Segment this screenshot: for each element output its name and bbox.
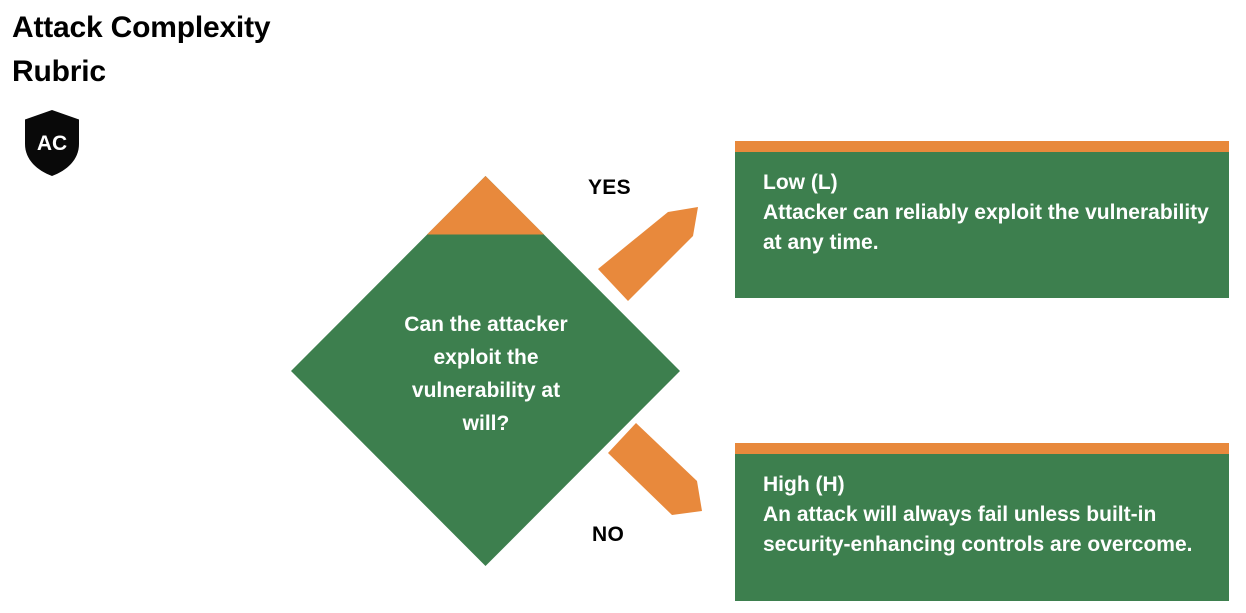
branch-arrow-yes-icon bbox=[598, 207, 706, 301]
outcome-high-body: High (H) An attack will always fail unle… bbox=[735, 454, 1229, 560]
outcome-card-low: Low (L) Attacker can reliably exploit th… bbox=[735, 141, 1229, 298]
outcome-high-description: An attack will always fail unless built-… bbox=[763, 503, 1193, 556]
outcome-low-body: Low (L) Attacker can reliably exploit th… bbox=[735, 152, 1229, 258]
branch-label-yes: YES bbox=[588, 176, 631, 199]
outcome-low-heading: Low (L) bbox=[763, 171, 838, 194]
page-title-line-1: Attack Complexity bbox=[12, 11, 271, 44]
outcome-card-high: High (H) An attack will always fail unle… bbox=[735, 443, 1229, 601]
page-title: Attack Complexity Rubric bbox=[12, 6, 432, 93]
branch-arrow-no-icon bbox=[608, 423, 716, 517]
shield-abbreviation: AC bbox=[37, 132, 67, 155]
branch-label-no: NO bbox=[592, 523, 625, 546]
outcome-high-heading: High (H) bbox=[763, 473, 845, 496]
shield-icon: AC bbox=[17, 104, 87, 182]
outcome-low-description: Attacker can reliably exploit the vulner… bbox=[763, 201, 1209, 254]
page-title-line-2: Rubric bbox=[12, 54, 106, 88]
